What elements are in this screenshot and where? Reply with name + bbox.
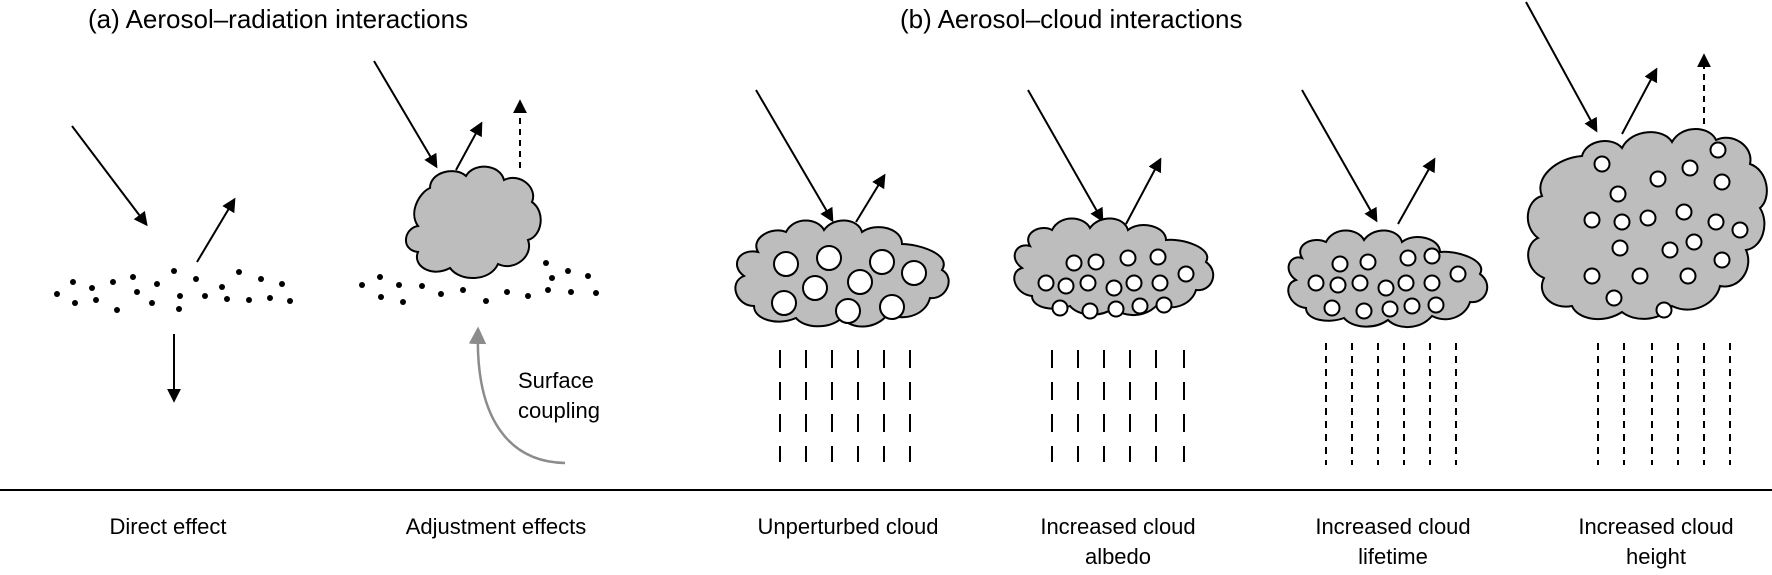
cloud-icon	[405, 165, 542, 280]
precipitation-icon	[779, 350, 911, 462]
incoming-radiation-arrow-icon	[71, 125, 148, 227]
incoming-radiation-arrow-icon	[755, 89, 834, 223]
droplet-icon	[1307, 247, 1467, 320]
heading-aerosol-radiation: (a) Aerosol–radiation interactions	[88, 4, 469, 34]
precipitation-icon	[1597, 343, 1731, 465]
panel-adjustment-effects	[359, 60, 599, 465]
caption-adjustment-effects: Adjustment effects	[405, 514, 587, 539]
droplet-icon	[771, 245, 927, 324]
droplet-icon	[1583, 141, 1749, 319]
aerosol-particle-icon	[359, 260, 599, 305]
precipitation-icon	[1325, 343, 1457, 465]
panel-direct-effect	[54, 125, 293, 403]
surface-coupling-arrow-icon	[468, 326, 566, 465]
aerosol-particle-icon	[54, 268, 293, 313]
caption-increased-cloud-albedo: Increased cloud albedo	[1040, 514, 1196, 569]
caption-unperturbed-cloud: Unperturbed cloud	[757, 514, 939, 539]
reflected-radiation-arrow-icon	[455, 121, 483, 171]
droplet-icon	[1037, 248, 1195, 320]
caption-increased-cloud-lifetime: Increased cloud lifetime	[1315, 514, 1471, 569]
incoming-radiation-arrow-icon	[1027, 89, 1104, 223]
reflected-radiation-arrow-icon	[855, 173, 886, 223]
reflected-radiation-arrow-icon	[196, 197, 236, 263]
caption-increased-cloud-height: Increased cloud height	[1578, 514, 1734, 569]
incoming-radiation-arrow-icon	[1525, 1, 1598, 133]
panel-increased-cloud-albedo	[1013, 89, 1215, 462]
heading-aerosol-cloud: (b) Aerosol–cloud interactions	[900, 4, 1243, 34]
surface-coupling-label: Surface coupling	[518, 368, 600, 423]
caption-direct-effect: Direct effect	[109, 514, 227, 539]
panel-increased-cloud-height	[1525, 1, 1768, 465]
precipitation-icon	[1051, 350, 1185, 462]
incoming-radiation-arrow-icon	[373, 60, 438, 169]
incoming-radiation-arrow-icon	[1301, 89, 1378, 223]
reflected-radiation-arrow-icon	[1397, 157, 1436, 225]
panel-unperturbed-cloud	[734, 89, 950, 462]
reflected-radiation-arrow-icon	[1621, 67, 1658, 135]
reflected-radiation-arrow-icon	[1125, 157, 1162, 225]
panel-increased-cloud-lifetime	[1287, 89, 1489, 465]
